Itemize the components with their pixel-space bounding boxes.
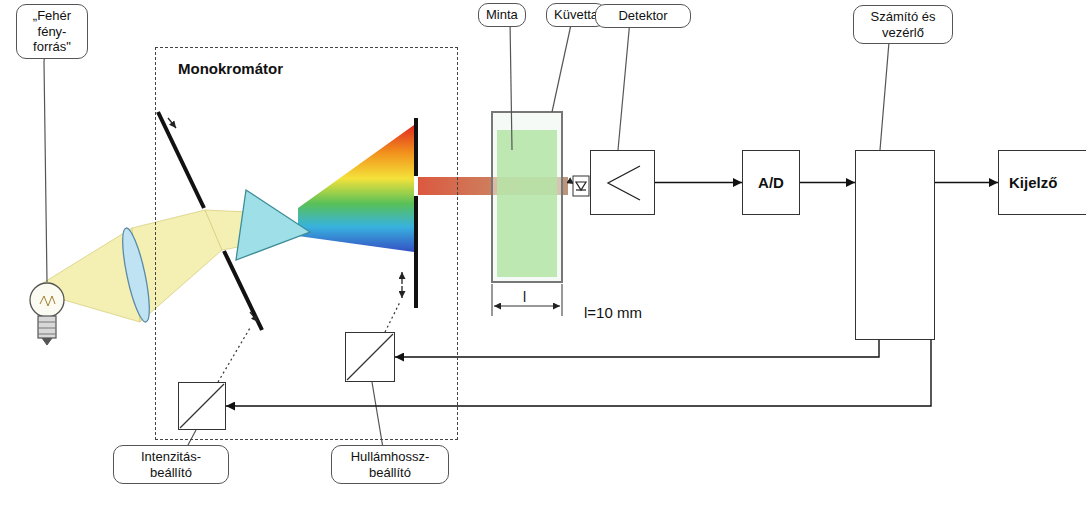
adjuster-block: Intenzitás- beállító: [178, 382, 226, 430]
control-block: Számító és vezérlő: [855, 150, 935, 340]
spectrum: [298, 125, 414, 252]
display-block: Kijelző: [998, 150, 1086, 215]
callout-bubble: „Fehér fény- forrás": [16, 4, 88, 59]
cuvette: [492, 112, 562, 282]
dimension-symbol: l: [521, 289, 528, 305]
callout-text: Számító és vezérlő: [853, 5, 953, 44]
adjuster-symbol: [347, 334, 393, 380]
callout-text: Detektor: [595, 4, 691, 28]
adjuster-block: Hullámhossz- beállító: [345, 332, 395, 382]
block-label: „Fehér fény- forrás": [24, 8, 80, 55]
callout-bubble: Minta: [478, 3, 526, 27]
block-label: Küvetta: [554, 7, 598, 23]
signal-arrow: [395, 340, 879, 357]
amplifier-symbol: [608, 166, 640, 200]
callout-tail: [44, 20, 890, 460]
callout-text: Hullámhossz- beállító: [331, 445, 449, 484]
dimension-value: l=10 mm: [582, 304, 644, 321]
callout-text: Intenzitás- beállító: [113, 445, 229, 484]
light-bulb: [30, 283, 64, 345]
photodiode: [568, 176, 589, 196]
block-label: Minta: [486, 7, 518, 23]
exit-slit: [402, 118, 416, 308]
signal-arrow: [935, 182, 998, 183]
dimension-line: [492, 284, 562, 316]
block-label: A/D: [758, 174, 784, 191]
mechanical-link: [218, 328, 250, 382]
prism: [236, 190, 310, 260]
mechanical-link: [385, 302, 400, 332]
adjuster-symbol: [180, 384, 224, 428]
signal-arrow: [800, 182, 855, 183]
signal-arrow: [655, 182, 742, 183]
block-label: Kijelző: [1009, 174, 1057, 191]
detector-block: Detektor: [590, 150, 655, 215]
signal-arrow: [226, 340, 931, 406]
converter-block: A/D: [742, 150, 800, 215]
monochromator-group: MonokromátorIntenzitás- beállító Hullámho…: [155, 47, 458, 440]
group-title: Monokromátor: [178, 60, 283, 77]
lens: [117, 226, 155, 324]
